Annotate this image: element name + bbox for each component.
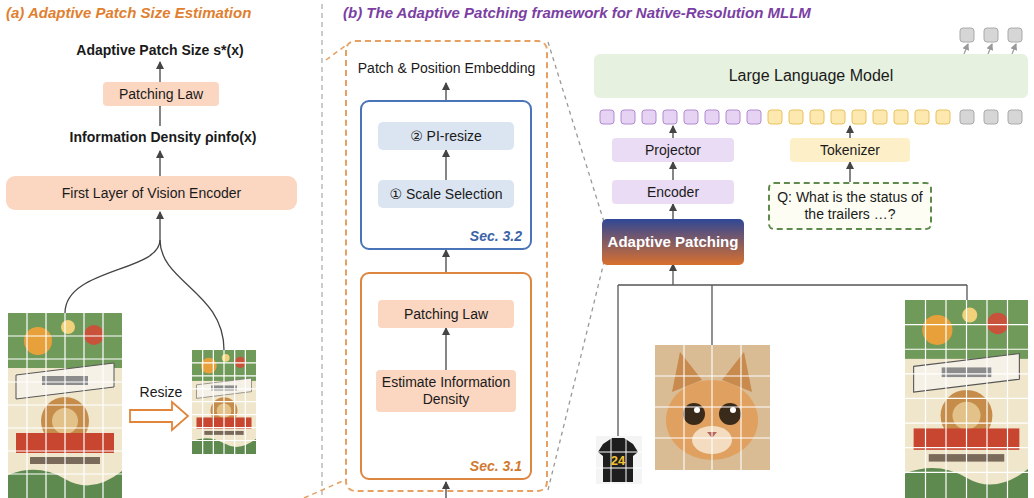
model-box: Large Language Model [594, 54, 1028, 98]
flow-arrow [849, 162, 850, 182]
group-heading: Sec. 3.1 [470, 458, 522, 474]
flow-arrow [849, 126, 850, 138]
flow-arrow [672, 204, 673, 219]
poster-image [905, 300, 1028, 498]
flow-arrow [159, 62, 160, 82]
process-box: Patching Law [103, 82, 219, 106]
box-label: Adaptive Patching [608, 233, 739, 251]
box-label: Estimate Information Density [381, 374, 511, 408]
box-label: ① Scale Selection [390, 186, 503, 203]
jersey-image [596, 436, 642, 484]
box-label: Encoder [647, 184, 699, 201]
merge-line [65, 240, 160, 313]
box-label: Patching Law [404, 306, 488, 323]
encoder-layer-box: First Layer of Vision Encoder [6, 176, 297, 210]
box-label: Q: What is the status of the trailers …? [775, 189, 925, 223]
flow-arrow [159, 106, 160, 126]
cat-image [655, 345, 770, 470]
zoom-line [304, 480, 345, 498]
flow-arrow [159, 212, 160, 240]
flow-arrow [159, 151, 160, 176]
zoom-panel: Patch & Position EmbeddingSec. 3.2 ② PI-r… [345, 40, 548, 492]
process-box: Patching Law [378, 300, 514, 328]
group-heading: Patch & Position Embedding [347, 60, 546, 76]
panel-title: (a) Adaptive Patch Size Estimation [6, 4, 251, 21]
module-box: Tokenizer [790, 138, 910, 162]
flow-arrow [672, 126, 673, 138]
process-box: ① Scale Selection [378, 180, 514, 208]
group-heading: Sec. 3.2 [470, 228, 522, 244]
flow-arrow [445, 250, 446, 272]
output-tokens [960, 28, 1022, 54]
panel-divider [321, 4, 322, 498]
process-box: Estimate Information Density [376, 370, 516, 412]
jersey-number: 24 [604, 453, 632, 468]
step-label: Resize [128, 384, 194, 400]
input-tokens [600, 110, 1022, 124]
box-label: Projector [645, 142, 701, 159]
merge-line [160, 240, 224, 350]
resize-arrow [130, 402, 188, 430]
flow-arrow [445, 83, 446, 100]
flow-arrow [445, 150, 446, 180]
zoom-line [326, 46, 345, 60]
question-box: Q: What is the status of the trailers …? [768, 182, 932, 230]
box-label: Large Language Model [729, 66, 894, 85]
poster-image [8, 313, 122, 498]
box-label: First Layer of Vision Encoder [62, 185, 242, 202]
box-label: Tokenizer [820, 142, 880, 159]
flow-arrow [672, 162, 673, 180]
box-label: ② PI-resize [410, 128, 482, 145]
box-label: Patching Law [119, 86, 203, 103]
flow-arrow [445, 328, 446, 370]
zoom-line [548, 262, 604, 490]
flow-arrow [445, 482, 446, 498]
section-group: Sec. 3.2 ② PI-resize ① Scale Selection [360, 100, 532, 250]
module-box: Adaptive Patching [602, 219, 744, 265]
output-label: Adaptive Patch Size s*(x) [40, 42, 280, 58]
resized-poster [192, 350, 256, 454]
module-box: Projector [612, 138, 734, 162]
section-group: Sec. 3.1 Patching LawEstimate Information… [360, 272, 532, 480]
quantity-label: Information Density ρinfo(x) [33, 129, 293, 145]
module-box: Encoder [612, 180, 734, 204]
process-box: ② PI-resize [378, 122, 514, 150]
panel-title: (b) The Adaptive Patching framework for … [343, 4, 811, 21]
